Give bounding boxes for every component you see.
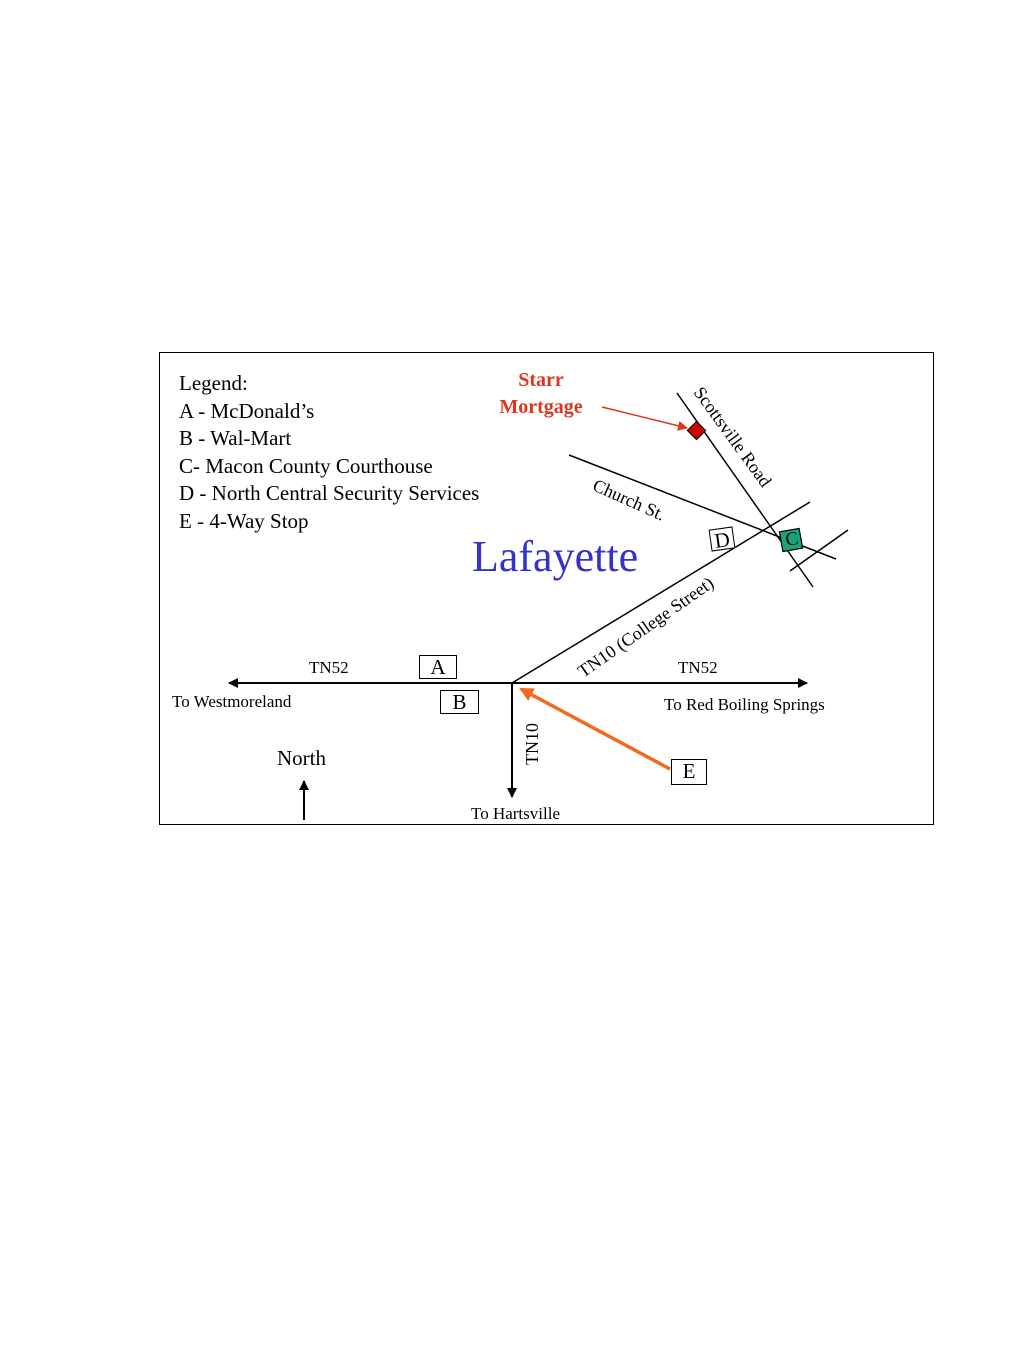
college-street-road — [511, 501, 811, 684]
legend-item-e: E - 4-Way Stop — [179, 508, 309, 533]
legend: Legend: A - McDonald’s B - Wal-Mart C- M… — [179, 370, 479, 535]
legend-item-d: D - North Central Security Services — [179, 481, 480, 505]
courthouse-marker — [778, 527, 804, 553]
four-way-stop-pointer — [519, 687, 671, 771]
courthouse-street — [789, 529, 849, 572]
starr-mortgage-marker — [686, 420, 707, 441]
marker-a-mcdonalds: A — [419, 655, 457, 679]
starr-mortgage-label: Starr Mortgage — [486, 367, 596, 421]
city-name: Lafayette — [472, 532, 639, 581]
hartsville-label: To Hartsville — [471, 804, 560, 823]
tn52-east-label: TN52 — [678, 658, 718, 677]
red-boiling-springs-label: To Red Boiling Springs — [664, 695, 825, 714]
legend-item-a: A - McDonald’s — [179, 398, 315, 423]
westmoreland-label: To Westmoreland — [172, 692, 292, 711]
marker-e-four-way-stop: E — [671, 759, 707, 785]
starr-mortgage-pointer — [601, 406, 688, 431]
legend-title: Legend: — [179, 371, 248, 395]
starr-label-line1: Starr — [518, 369, 564, 391]
tn52-west-label: TN52 — [309, 658, 349, 677]
marker-d-security-services: D — [708, 526, 736, 553]
legend-item-c: C- Macon County Courthouse — [179, 453, 433, 478]
starr-label-line2: Mortgage — [499, 396, 583, 418]
north-label: North — [277, 746, 326, 770]
tn10-south-label: TN10 — [522, 723, 542, 765]
map-frame — [159, 352, 934, 825]
legend-item-b: B - Wal-Mart — [179, 426, 292, 450]
marker-b-walmart: B — [440, 690, 479, 714]
